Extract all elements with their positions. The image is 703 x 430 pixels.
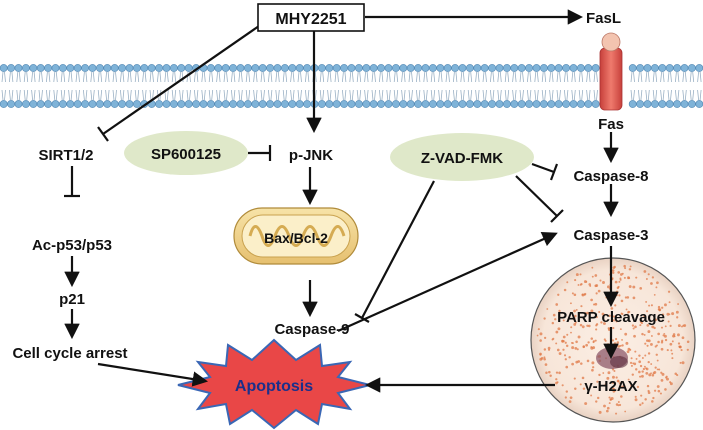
label-fasl: FasL xyxy=(586,10,621,27)
label-sirt: SIRT1/2 xyxy=(38,147,93,164)
label-parp: PARP cleavage xyxy=(557,309,665,326)
label-sp600125: SP600125 xyxy=(151,146,221,163)
label-bax: Bax/Bcl-2 xyxy=(264,230,328,246)
arrow-casp9-casp3 xyxy=(337,231,558,333)
connectors xyxy=(64,9,619,393)
inhibit-zvad-casp3 xyxy=(515,175,558,217)
fas-receptor-icon xyxy=(599,32,623,111)
mitochondrion-icon xyxy=(233,207,359,265)
apoptosis-burst-icon xyxy=(177,338,371,430)
label-caspase3: Caspase-3 xyxy=(573,227,648,244)
inhibit-zvad-casp9 xyxy=(361,180,435,319)
label-fas: Fas xyxy=(598,116,624,133)
zvadfmk-ellipse xyxy=(390,133,534,181)
label-p21: p21 xyxy=(59,291,85,308)
label-apoptosis: Apoptosis xyxy=(235,378,313,395)
inhibit-zvad-casp8 xyxy=(531,162,555,174)
label-zvadfmk: Z-VAD-FMK xyxy=(421,150,503,167)
label-pjnk: p-JNK xyxy=(289,147,333,164)
arrow-cellcycle-apoptosis xyxy=(97,362,209,387)
label-caspase8: Caspase-8 xyxy=(573,168,648,185)
cell-membrane xyxy=(0,64,703,108)
label-caspase9: Caspase-9 xyxy=(274,321,349,338)
nucleus-cell-icon xyxy=(530,257,696,423)
label-acp53: Ac-p53/p53 xyxy=(32,237,112,254)
inhibit-mhy-sirt xyxy=(102,16,273,135)
label-cell-cycle: Cell cycle arrest xyxy=(12,345,127,362)
sp600125-ellipse xyxy=(124,131,248,175)
mhy2251-box xyxy=(257,3,365,32)
label-h2ax: γ-H2AX xyxy=(584,378,637,395)
label-mhy2251: MHY2251 xyxy=(275,11,346,28)
